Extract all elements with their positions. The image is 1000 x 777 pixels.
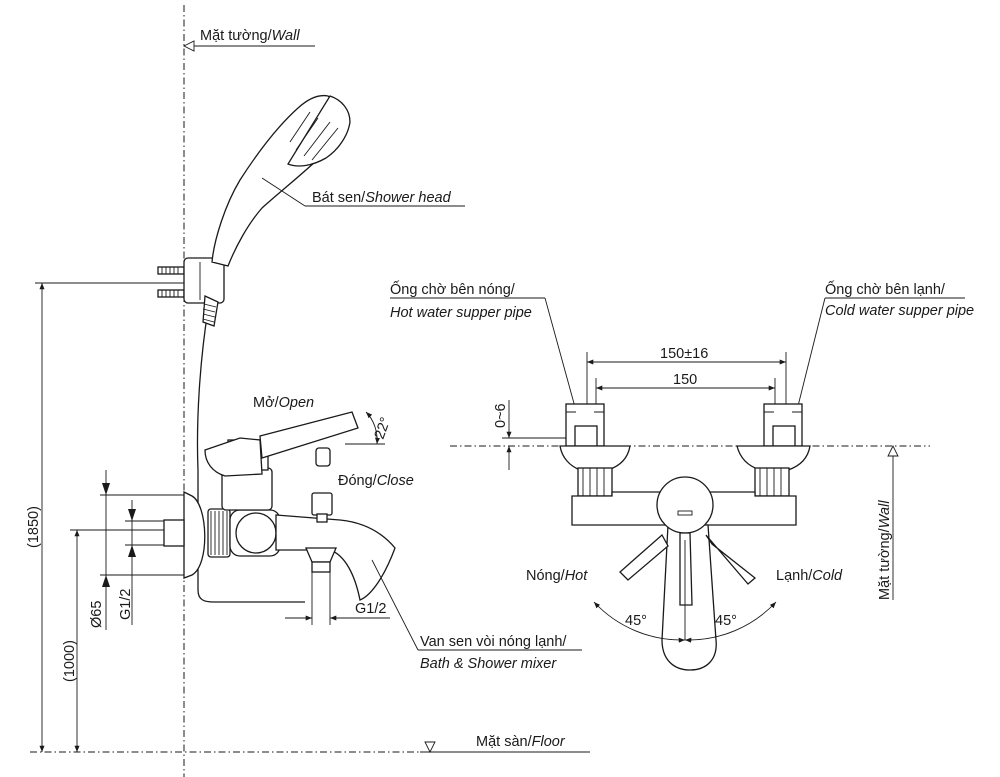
angle-dimension-right: 45° [684,601,777,643]
cold-label-en: Cold [812,568,843,584]
hot-pipe-label-en: Hot water supper pipe [390,305,532,321]
shower-head-label-vi: Bát sen/ [312,190,366,206]
wall-top-label: Mặt tường/Wall [182,28,315,52]
hot-pipe-label-vi: Ống chờ bên nóng/ [390,280,516,298]
close-label-en: Close [377,473,414,489]
hot-label-vi: Nóng/ [526,568,566,584]
thread-outlet-dimension: G1/2 [285,572,390,625]
svg-text:Bát sen/Shower head: Bát sen/Shower head [312,190,452,206]
floor-label: Mặt sàn/Floor [424,734,566,754]
floor-label-vi: Mặt sàn/ [476,734,533,750]
svg-text:Mở/Open: Mở/Open [253,395,314,411]
svg-text:Đóng/Close: Đóng/Close [338,473,414,489]
mixer-side-view [163,411,396,601]
close-label-vi: Đóng/ [338,473,378,489]
hot-pipe-label: Ống chờ bên nóng/ Hot water supper pipe [390,280,579,419]
cold-label: Lạnh/Cold [776,568,843,584]
diameter-dimension: Ø65 [89,470,190,630]
thread-inlet-dimension: G1/2 [118,500,165,625]
hot-label: Nóng/Hot [526,568,588,584]
spacing-dimension: 150 [595,372,776,425]
mixer-label-en: Bath & Shower mixer [420,656,557,672]
mixer-label: Van sen vòi nóng lạnh/ Bath & Shower mix… [371,559,582,672]
hot-label-en: Hot [565,568,589,584]
spacing-range-text: 150±16 [660,346,708,362]
svg-text:Lạnh/Cold: Lạnh/Cold [776,568,843,584]
cold-pipe-label: Ống chờ bên lạnh/ Cold water supper pipe [794,280,974,419]
svg-text:Mặt tường/Wall: Mặt tường/Wall [877,500,893,600]
cold-pipe-label-en: Cold water supper pipe [825,303,974,319]
handle-angle-dimension: 22° [345,411,395,445]
shower-bracket [157,257,225,304]
svg-text:Nóng/Hot: Nóng/Hot [526,568,588,584]
angle-left-text: 45° [625,613,647,629]
wall-top-label-vi: Mặt tường/ [200,28,273,44]
spacing-text: 150 [673,372,697,388]
shower-head-label: Bát sen/Shower head [261,177,465,207]
mixer-label-vi: Van sen vòi nóng lạnh/ [420,634,567,650]
wall-side-label: Mặt tường/Wall [877,444,899,600]
shower-head [211,94,351,267]
cold-escutcheon [736,445,811,471]
hot-escutcheon [559,445,631,471]
shower-hose [196,295,305,603]
offset-text: 0~6 [493,403,509,428]
angle-right-text: 45° [715,613,737,629]
cold-label-vi: Lạnh/ [776,568,813,584]
svg-text:Mặt sàn/Floor: Mặt sàn/Floor [476,734,566,750]
thread-outlet-text: G1/2 [355,601,386,617]
open-label-vi: Mở/ [253,395,280,411]
height-mixer-dimension: (1000) [62,529,180,752]
close-label: Đóng/Close [338,473,414,489]
height-total-dimension: (1850) [26,282,190,752]
diameter-text: Ø65 [89,601,105,628]
floor-label-en: Floor [532,734,566,750]
wall-top-label-en: Wall [272,28,301,44]
hot-pipe-fitting [565,403,605,447]
thread-inlet-text: G1/2 [118,589,134,620]
height-total-text: (1850) [26,506,42,548]
shower-head-label-en: Shower head [365,190,451,206]
wall-side-label-en: Wall [877,500,893,529]
wall-side-label-vi: Mặt tường/ [877,527,893,600]
svg-text:Mặt tường/Wall: Mặt tường/Wall [200,28,300,44]
cold-pipe-label-vi: Ống chờ bên lạnh/ [825,280,946,298]
open-label: Mở/Open [253,395,314,411]
handle-angle-text: 22° [372,415,395,441]
open-label-en: Open [279,395,314,411]
cold-pipe-fitting [763,403,803,447]
height-mixer-text: (1000) [62,640,78,682]
